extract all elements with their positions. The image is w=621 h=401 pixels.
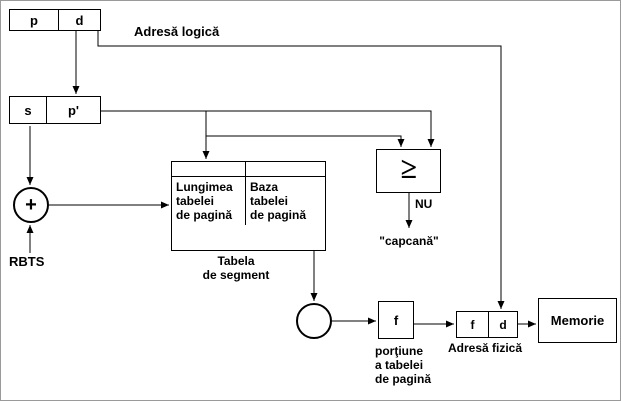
segment-pprime-cell: p' — [67, 102, 80, 118]
frame-value: f — [393, 312, 399, 328]
wire-pprime-to-comparator — [101, 110, 435, 147]
logical-p-cell: p — [10, 10, 59, 30]
plus-symbol: + — [25, 194, 37, 216]
no-label: NU — [415, 197, 433, 211]
greater-equal-symbol: ≥ — [400, 152, 417, 185]
page-table-portion-label: porţiune a tabelei de pagină — [375, 344, 432, 386]
segment-table-caption: Tabela de segment — [202, 254, 270, 282]
segment-table-header-left — [172, 162, 246, 176]
comparator-box: ≥ — [376, 149, 441, 193]
wire-length-to-comparator — [206, 135, 405, 147]
physical-f-cell: f — [457, 312, 489, 337]
page-table-portion-box: f — [378, 301, 414, 339]
segment-table-header-row — [172, 162, 325, 177]
physical-address-register: f d — [456, 311, 518, 338]
segment-page-register: s p' — [9, 96, 101, 124]
logical-address-register: p d — [9, 9, 101, 31]
logical-address-label: Adresă logică — [134, 24, 220, 39]
segment-table-body-row: Lungimea tabelei de pagină Baza tabelei … — [172, 177, 325, 225]
segment-s-cell: s — [10, 97, 47, 123]
wire-d-to-physical-address — [97, 31, 505, 309]
memory-box: Memorie — [538, 298, 617, 343]
logical-d-cell: d — [75, 12, 84, 28]
physical-address-label: Adresă fizică — [448, 341, 523, 355]
rbts-label: RBTS — [9, 254, 45, 269]
adder-circle: + — [13, 187, 49, 223]
page-table-length-cell: Lungimea tabelei de pagină — [172, 177, 246, 225]
physical-d-cell: d — [499, 317, 507, 332]
memory-label: Memorie — [550, 313, 605, 328]
segment-table: Lungimea tabelei de pagină Baza tabelei … — [171, 161, 326, 251]
segment-table-header-right — [246, 162, 325, 176]
trap-label: "capcană" — [379, 234, 439, 248]
junction-circle — [296, 303, 332, 339]
page-table-base-cell: Baza tabelei de pagină — [250, 180, 307, 222]
